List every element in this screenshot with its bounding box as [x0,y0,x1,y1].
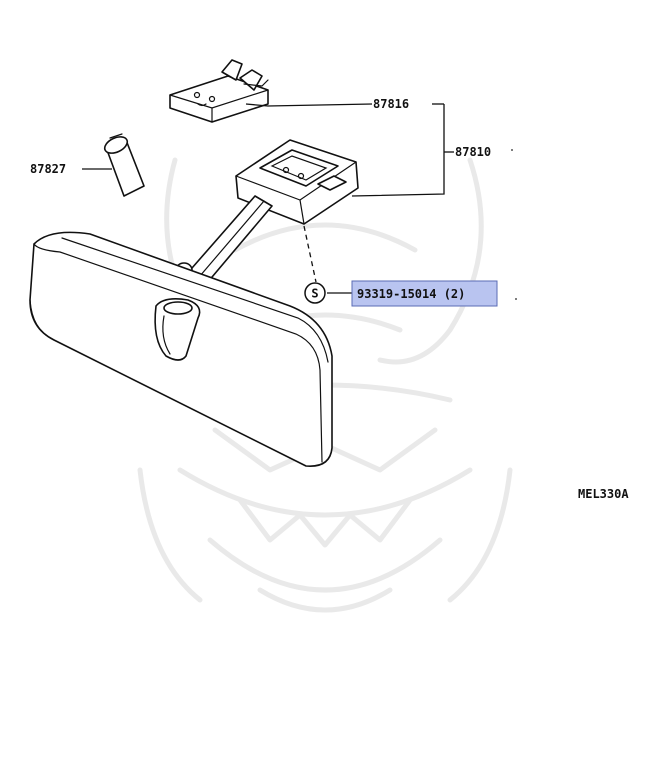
highlighted-part-label[interactable]: 93319-15014 (2) [357,287,465,301]
screw-symbol: S [304,282,326,304]
callout-87827[interactable]: 87827 [30,162,66,176]
part-87816-clip[interactable] [169,59,269,123]
stray-dot [511,149,513,151]
screw-symbol-label: S [311,287,318,301]
callout-87810[interactable]: 87810 [455,145,491,159]
screw-dashed-line [303,225,317,283]
diagram-code: MEL330A [578,487,629,501]
callout-87816[interactable]: 87816 [373,97,409,111]
mirror-body[interactable] [29,231,333,467]
part-87827-pin[interactable] [102,133,145,197]
stray-dot [515,298,517,300]
highlighted-part-box[interactable] [351,280,498,307]
leader-lines [82,103,454,294]
